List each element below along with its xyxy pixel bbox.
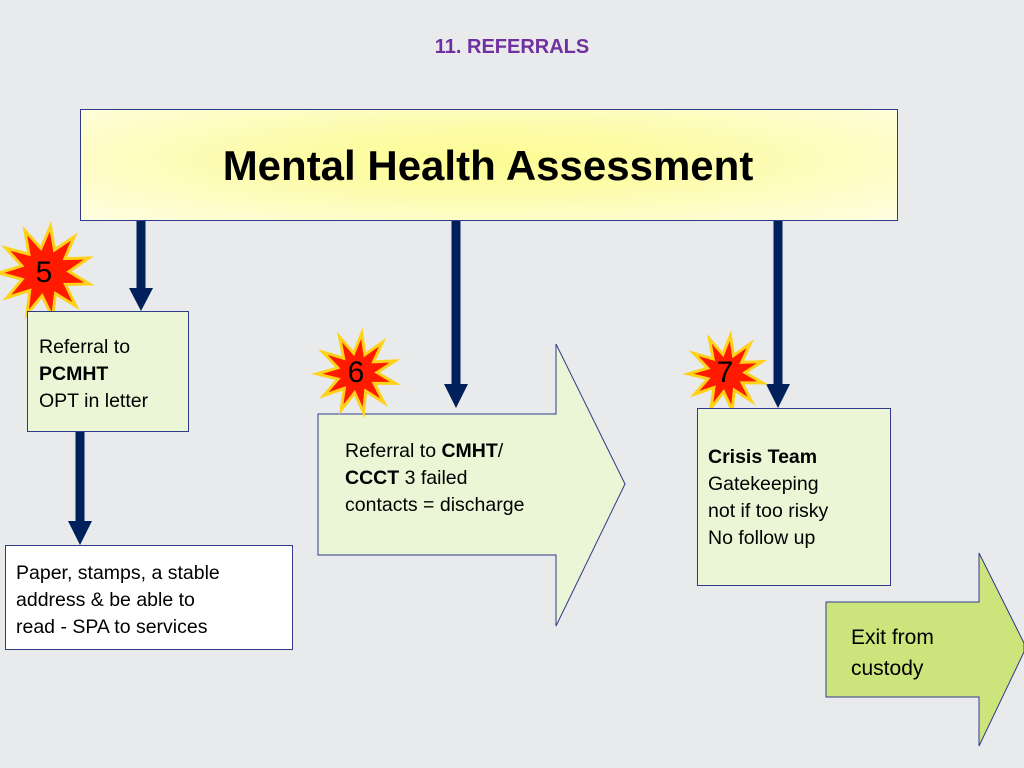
exit-line-1: Exit from <box>851 626 934 649</box>
pcmht-line-1: Referral to <box>39 336 131 358</box>
crisis-line-1: Crisis Team <box>708 446 818 468</box>
starburst-6 <box>311 327 402 419</box>
exit-block-arrow <box>825 552 1024 747</box>
paper-line-1: Paper, stamps, a stable <box>16 562 220 584</box>
main-title: Mental Health Assessment <box>222 142 754 189</box>
burst5-shape <box>0 221 95 323</box>
pcmht-line-3: OPT in letter <box>39 390 149 412</box>
crisis-line-4: No follow up <box>708 527 816 549</box>
cmht-prefix: Referral to <box>345 440 442 462</box>
cmht-line-2: CCCT <box>345 467 400 489</box>
crisis-line-3: not if too risky <box>708 500 829 522</box>
paper-line-3: read - SPA to services <box>16 616 208 638</box>
pcmht-line-2: PCMHT <box>39 363 109 385</box>
pcmht-box: Referral to PCMHT OPT in letter <box>27 311 189 432</box>
crisis-line-2: Gatekeeping <box>708 473 819 495</box>
slide-title: 11. REFERRALS <box>434 36 590 58</box>
exit-text: Exit from custody <box>851 622 934 684</box>
starburst-7 <box>682 329 769 417</box>
crisis-team-box: Crisis Team Gatekeeping not if too risky… <box>697 408 891 586</box>
cmht-bold-1: CMHT <box>441 440 498 462</box>
cmht-line-1: Referral to CMHT/ <box>345 440 503 462</box>
burst6-shape <box>311 327 402 419</box>
arrow-to-pcmht <box>129 221 153 311</box>
arrow-to-crisis <box>766 221 790 408</box>
cmht-block-arrow <box>317 343 626 627</box>
cmht-text: Referral to CMHT/ CCCT 3 failed contacts… <box>345 438 545 519</box>
badge-7: 7 <box>716 356 734 389</box>
cmht-line-3: 3 failed contacts = <box>345 467 468 516</box>
cmht-line-4: discharge <box>439 494 525 516</box>
badge-5: 5 <box>35 256 53 289</box>
paper-line-2: address & be able to <box>16 589 195 611</box>
exit-line-2: custody <box>851 657 924 680</box>
mental-health-assessment-box: Mental Health Assessment <box>80 109 898 221</box>
paper-box: Paper, stamps, a stable address & be abl… <box>5 545 293 650</box>
starburst-5 <box>0 221 95 323</box>
cmht-slash: / <box>497 440 504 462</box>
arrow-to-paper <box>68 432 92 545</box>
badge-6: 6 <box>347 356 365 389</box>
burst7-shape <box>682 329 769 417</box>
arrow-to-cmht <box>444 221 468 408</box>
